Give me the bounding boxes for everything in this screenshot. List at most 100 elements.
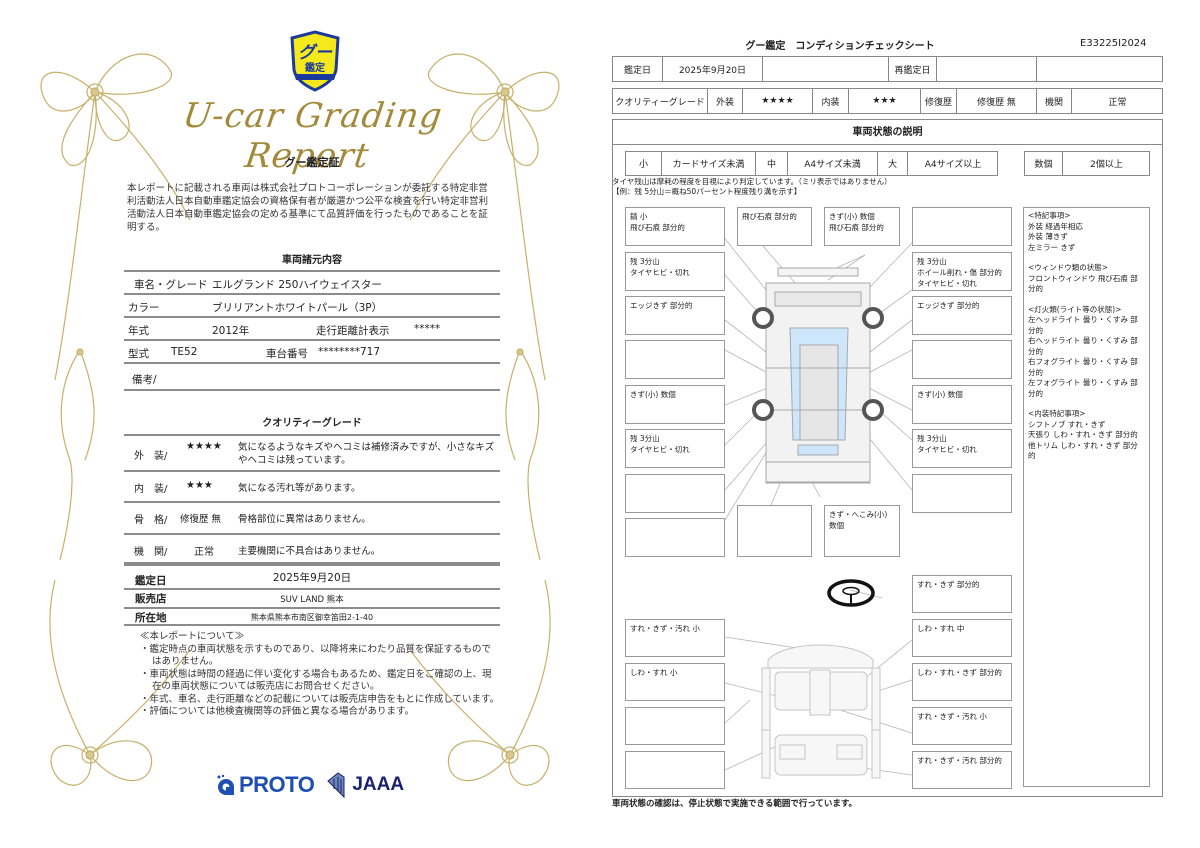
spec-value: TE52 <box>171 346 198 358</box>
interior-box-passenger-seat: しわ・すれ 小 <box>625 663 725 701</box>
exterior-box-front-right <box>912 207 1012 246</box>
interior-box-floor: すれ・きず・汚れ 部分的 <box>912 751 1012 789</box>
grade-label: クオリティーグレード <box>613 89 708 113</box>
badge-text-kantei: 鑑定 <box>305 63 325 74</box>
special-notes-panel: <特記事項> 外装 経過年相応 外装 薄きず 左ミラー きず <ウィンドウ類の状… <box>1023 207 1150 787</box>
spec-row-color: カラー ブリリアントホワイトパール（3P） <box>124 293 500 316</box>
exterior-box-roof <box>737 505 812 557</box>
spec-label: 備考/ <box>132 374 157 386</box>
exterior-box-left-front-fender: エッジきず 部分的 <box>625 296 725 335</box>
interior-box-left-trim <box>625 707 725 745</box>
interior-box-right-trim: しわ・すれ・きず 部分的 <box>912 663 1012 701</box>
inspection-footer-note: 車両状態の確認は、停止状態で実施できる範囲で行っています。 <box>612 799 858 809</box>
spec-value: ********717 <box>318 346 381 358</box>
spec-label: 型式 <box>128 348 149 360</box>
spec-label: 車名・グレード <box>134 279 208 291</box>
spec-row-remarks: 備考/ <box>124 362 500 391</box>
legend-key: 中 <box>756 152 788 175</box>
exterior-label: 外装 <box>708 89 743 113</box>
legend-value: A4サイズ以上 <box>924 160 982 170</box>
grading-certificate: グー 鑑定 U-car Grading Report グー鑑定証 本レポートに記… <box>40 30 560 800</box>
info-row-date: 鑑定日 2025年9月20日 <box>124 564 500 588</box>
exterior-box-right-rear-door: きず(小) 数個 <box>912 385 1012 424</box>
legend-value: A4サイズ未満 <box>788 152 878 175</box>
footer-logos: PROTO JAAA <box>215 770 404 800</box>
exterior-box-right-rear-tire: 残 3分山 タイヤヒビ・切れ <box>912 429 1012 468</box>
engine-label: 機関 <box>1037 89 1072 113</box>
spec-value: エルグランド 250ハイウェイスター <box>212 279 382 291</box>
shield-icon <box>290 30 340 92</box>
quality-label: 内 装/ <box>134 484 168 495</box>
quality-grade-table: 外 装/ ★★★★ 気になるようなキズやヘコミは補修済みですが、小さなキズやヘコ… <box>124 434 500 564</box>
quality-label: 骨 格/ <box>134 515 168 526</box>
exterior-box-hood: 飛び石痕 部分的 <box>737 207 812 246</box>
vehicle-specs-table: 車名・グレード エルグランド 250ハイウェイスター カラー ブリリアントホワイ… <box>124 270 500 391</box>
exterior-box-right-rear-quarter <box>912 474 1012 513</box>
quality-grade: ★★★ <box>186 480 213 491</box>
proto-mark-icon <box>217 774 234 795</box>
legend-key: 数個 <box>1025 152 1063 175</box>
quality-row-frame: 骨 格/ 修復歴 無 骨格部位に異常はありません。 <box>124 501 500 533</box>
condition-description-title: 車両状態の説明 <box>613 120 1162 145</box>
steering-wheel-icon <box>827 579 875 607</box>
quality-row-interior: 内 装/ ★★★ 気になる汚れ等があります。 <box>124 470 500 501</box>
spec-label: カラー <box>128 302 160 314</box>
proto-logo: PROTO <box>215 772 315 798</box>
specs-section-title: 車両諸元内容 <box>282 255 342 266</box>
repair-value: 修復歴 無 <box>957 89 1037 113</box>
interior-box-driver-seat: しわ・すれ 中 <box>912 619 1012 657</box>
spec-value: ***** <box>414 323 441 335</box>
note-item: ・評価については他検査機関等の評価と異なる場合があります。 <box>140 706 415 717</box>
exterior-box-left-front-tire: 残 3分山 タイヤヒビ・切れ <box>625 252 725 291</box>
exterior-box-front-left: 錆 小 飛び石痕 部分的 <box>625 207 725 246</box>
car-top-view-shape <box>765 267 871 484</box>
exterior-box-left-rear-door: きず(小) 数個 <box>625 385 725 424</box>
date-row: 鑑定日 2025年9月20日 再鑑定日 <box>612 56 1163 82</box>
legend-key: 小 <box>626 152 662 175</box>
section-title: <灯火類(ライト等の状態)> <box>1028 304 1122 314</box>
quality-desc: 気になる汚れ等があります。 <box>238 483 361 494</box>
notes-title: ≪本レポートについて≫ <box>140 631 245 642</box>
goo-kantei-badge-logo: グー 鑑定 <box>288 30 342 92</box>
interior-label: 内装 <box>813 89 849 113</box>
certificate-heading: グー鑑定証 <box>284 156 340 169</box>
quality-grade: 正常 <box>194 547 214 558</box>
spec-label: 走行距離計表示 <box>316 325 390 337</box>
spec-row-model: 型式 TE52 車台番号 ********717 <box>124 339 500 362</box>
exterior-box-left-rear <box>625 518 725 557</box>
jaaa-logo: JAAA <box>326 771 404 799</box>
date-label: 鑑定日 <box>613 57 663 81</box>
legend-key: 大 <box>878 152 908 175</box>
exterior-box-left-rear-quarter <box>625 474 725 513</box>
info-label: 販売店 <box>135 593 167 605</box>
legend-value: カードサイズ未満 <box>662 152 756 175</box>
tire-icons <box>752 307 884 421</box>
note-item: ・車両状態は時間の経過に伴い変化する場合もあるため、鑑定日をご確認の上、現在の車… <box>140 668 492 693</box>
spec-value: 2012年 <box>212 325 250 337</box>
exterior-box-rear-bumper: きず・へこみ(小) 数個 <box>824 505 900 557</box>
check-sheet-title: グー鑑定 コンディションチェックシート <box>745 41 935 52</box>
quality-desc: 骨格部位に異常はありません。 <box>238 514 371 525</box>
quality-desc: 主要機関に不具合はありません。 <box>238 546 381 557</box>
spec-row-name: 車名・グレード エルグランド 250ハイウェイスター <box>124 270 500 293</box>
legend-value: 2個以上 <box>1090 160 1123 170</box>
special-section-lights: <灯火類(ライト等の状態)> 左ヘッドライト 曇り・くすみ 部分的 右ヘッドライ… <box>1028 305 1145 400</box>
section-items: フロントウィンドウ 飛び石痕 部分的 <box>1028 273 1138 294</box>
exterior-value: ★★★★ <box>743 89 813 113</box>
reinspect-value <box>937 57 1037 81</box>
spec-value: ブリリアントホワイトパール（3P） <box>212 302 383 314</box>
section-title: <ウィンドウ類の状態> <box>1028 263 1109 272</box>
section-title: <内装特記事項> <box>1028 409 1086 418</box>
note-item: ・鑑定時点の車両状態を示すものであり、以降将来にわたり品質を保証するものではあり… <box>140 643 492 668</box>
interior-box-dashboard: すれ・きず・汚れ 小 <box>625 619 725 657</box>
condition-check-sheet: グー鑑定 コンディションチェックシート E33225I2024 鑑定日 2025… <box>600 0 1200 848</box>
grade-row: クオリティーグレード 外装 ★★★★ 内装 ★★★ 修復歴 修復歴 無 機関 正… <box>612 88 1163 114</box>
spec-label: 年式 <box>128 325 149 337</box>
spec-row-year: 年式 2012年 走行距離計表示 ***** <box>124 316 500 339</box>
quality-row-engine: 機 関/ 正常 主要機関に不具合はありません。 <box>124 533 500 564</box>
proto-wordmark: PROTO <box>239 772 315 797</box>
quality-row-exterior: 外 装/ ★★★★ 気になるようなキズやヘコミは補修済みですが、小さなキズやヘコ… <box>124 434 500 470</box>
date-blank <box>763 57 889 81</box>
info-value: 熊本県熊本市南区御幸笛田2-1-40 <box>250 613 374 622</box>
spec-label: 車台番号 <box>266 348 308 360</box>
